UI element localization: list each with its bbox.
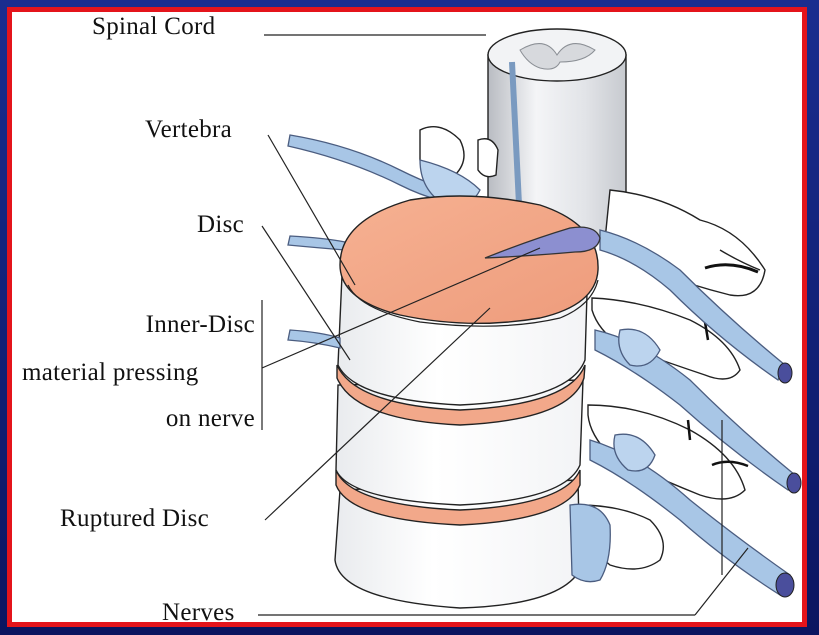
label-spinal-cord: Spinal Cord [92, 14, 215, 39]
label-ruptured-disc: Ruptured Disc [60, 506, 209, 531]
label-inner-disc-line2: material pressing [22, 360, 199, 385]
label-vertebra: Vertebra [145, 117, 232, 142]
label-disc: Disc [197, 212, 244, 237]
label-inner-disc-line1: Inner-Disc [115, 312, 255, 337]
disc-top [340, 196, 598, 326]
label-nerves: Nerves [162, 600, 235, 625]
label-inner-disc-line3: on nerve [115, 406, 255, 431]
